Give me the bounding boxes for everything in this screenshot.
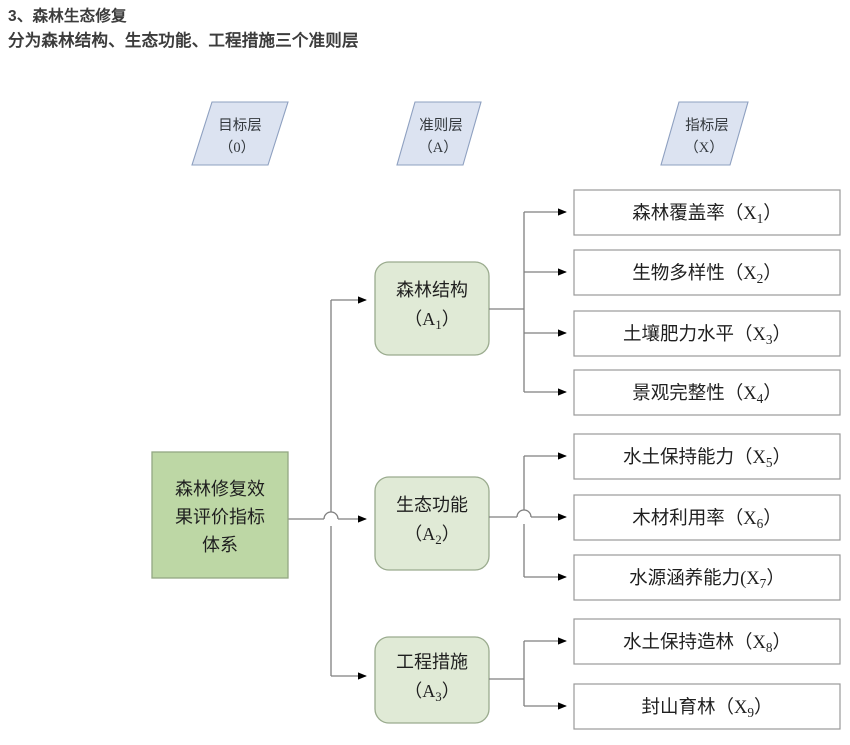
indicator-node-x4[interactable]: 景观完整性（X4） xyxy=(573,369,841,416)
indicator-node-x6[interactable]: 木材利用率（X6） xyxy=(573,494,841,541)
indicator-node-x8-label: 水土保持造林（X8） xyxy=(623,632,791,655)
root-node-line2: 果评价指标 xyxy=(175,507,265,527)
indicator-node-x7-label: 水源涵养能力(X7） xyxy=(629,568,785,591)
criteria-node-a3-label: 工程措施 xyxy=(396,652,468,672)
criteria-node-a1-code: （A1） xyxy=(404,309,459,332)
criteria-layer-header-line1: 准则层 xyxy=(419,117,463,134)
criteria-node-a3[interactable]: 工程措施 （A3） xyxy=(374,636,490,724)
goal-layer-header-line1: 目标层 xyxy=(218,117,262,134)
indicator-node-x5[interactable]: 水土保持能力（X5） xyxy=(573,433,841,480)
criteria-node-a1-label: 森林结构 xyxy=(396,280,468,300)
indicator-node-x8[interactable]: 水土保持造林（X8） xyxy=(573,618,841,665)
connector-root-to-criteria xyxy=(288,296,367,680)
root-node-line1: 森林修复效 xyxy=(175,479,265,499)
criteria-layer-header: 准则层 （A） xyxy=(396,101,482,166)
root-node[interactable]: 森林修复效 果评价指标 体系 xyxy=(151,451,289,579)
indicator-node-x7[interactable]: 水源涵养能力(X7） xyxy=(573,554,841,601)
goal-layer-header: 目标层 （0） xyxy=(191,101,289,166)
indicator-node-x3-label: 土壤肥力水平（X3） xyxy=(623,324,791,347)
criteria-node-a3-code: （A3） xyxy=(404,681,459,704)
connector-a3-to-indicators xyxy=(489,637,567,710)
criteria-node-a1[interactable]: 森林结构 （A1） xyxy=(374,261,490,356)
indicator-node-x2-label: 生物多样性（X2） xyxy=(632,263,782,286)
indicator-node-x4-label: 景观完整性（X4） xyxy=(632,383,782,406)
indicator-layer-header-line2: （X） xyxy=(684,139,723,156)
criteria-layer-header-line2: （A） xyxy=(418,139,457,156)
indicator-node-x9[interactable]: 封山育林（X9） xyxy=(573,683,841,730)
indicator-node-x9-label: 封山育林（X9） xyxy=(641,697,772,720)
heading-line-2: 分为森林结构、生态功能、工程措施三个准则层 xyxy=(8,32,359,50)
indicator-node-x6-label: 木材利用率（X6） xyxy=(632,508,782,531)
criteria-node-a2[interactable]: 生态功能 （A2） xyxy=(374,476,490,571)
page-heading: 3、森林生态修复 分为森林结构、生态功能、工程措施三个准则层 xyxy=(8,4,708,54)
indicator-layer-header: 指标层 （X） xyxy=(660,101,749,166)
root-node-line3: 体系 xyxy=(202,535,238,555)
indicator-node-x3[interactable]: 土壤肥力水平（X3） xyxy=(573,310,841,357)
criteria-node-a2-label: 生态功能 xyxy=(396,495,468,515)
connector-a1-to-indicators xyxy=(489,208,567,396)
indicator-node-x5-label: 水土保持能力（X5） xyxy=(623,447,791,470)
goal-layer-header-line2: （0） xyxy=(219,139,255,156)
heading-line-1: 3、森林生态修复 xyxy=(8,8,127,25)
connector-a2-to-indicators xyxy=(489,452,567,581)
indicator-node-x1[interactable]: 森林覆盖率（X1） xyxy=(573,189,841,236)
indicator-node-x1-label: 森林覆盖率（X1） xyxy=(632,203,782,226)
indicator-node-x2[interactable]: 生物多样性（X2） xyxy=(573,249,841,296)
criteria-node-a2-code: （A2） xyxy=(404,524,459,547)
indicator-layer-header-line1: 指标层 xyxy=(685,117,729,134)
